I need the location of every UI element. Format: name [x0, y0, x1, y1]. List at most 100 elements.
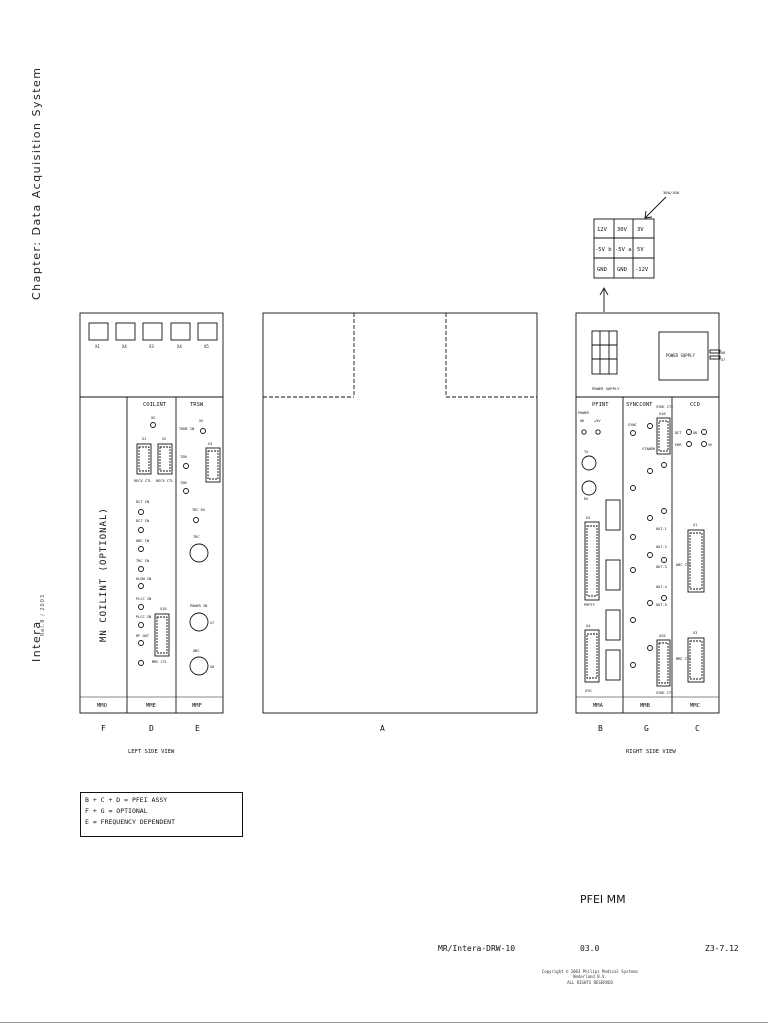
svg-text:-12V: -12V	[635, 267, 649, 273]
svg-text:TX: TX	[584, 450, 589, 454]
svg-text:X10: X10	[659, 412, 666, 416]
mmf-code: MMF	[192, 703, 202, 709]
svg-text:TUNE IN: TUNE IN	[179, 427, 194, 431]
legend-item: E = FREQUENCY DEPENDENT	[85, 818, 176, 826]
svg-text:DCT IN: DCT IN	[136, 500, 149, 504]
svg-text:TGN: TGN	[180, 455, 187, 459]
svg-text:RECV CTL: RECV CTL	[134, 479, 151, 483]
svg-text:TRC RX: TRC RX	[192, 508, 206, 512]
left-chassis	[79, 312, 224, 714]
drawing-number: MR/Intera-DRW-10	[438, 944, 516, 953]
svg-text:5V: 5V	[637, 247, 644, 253]
mmc-code: MMC	[690, 703, 700, 709]
svg-text:DCT: DCT	[675, 431, 682, 435]
svg-text:OUT-2: OUT-2	[656, 545, 667, 549]
svg-text:OBC CTL: OBC CTL	[676, 563, 691, 567]
svg-text:GND: GND	[617, 267, 627, 273]
slot-label: X5	[204, 344, 209, 349]
copyright: Copyright © 2003 Philips Medical Systems…	[541, 969, 639, 979]
mmc-header: CCD	[690, 402, 700, 408]
center-chassis	[262, 312, 538, 714]
x6-label: X6	[721, 351, 725, 355]
position-letter-e: E	[195, 724, 200, 733]
svg-text:RF OUT: RF OUT	[136, 634, 150, 638]
pin-ref-label: 300/100	[663, 190, 680, 195]
svg-text:X10: X10	[160, 607, 167, 611]
mma-code: MMA	[593, 703, 604, 709]
legend-item: F + G = OPTIONAL	[85, 807, 148, 815]
slot-label: X3	[149, 344, 154, 349]
position-letter-b: B	[598, 724, 603, 733]
svg-text:POWER IN: POWER IN	[190, 604, 207, 608]
svg-text:5V: 5V	[708, 443, 713, 447]
svg-text:X3: X3	[693, 631, 697, 635]
svg-text:X1: X1	[693, 523, 697, 527]
svg-text:PLCC IN: PLCC IN	[136, 597, 151, 601]
svg-text:5V: 5V	[151, 416, 156, 420]
slot-label: X4	[177, 344, 182, 349]
svg-text:OK: OK	[693, 431, 698, 435]
svg-text:OUT-4: OUT-4	[656, 585, 667, 589]
position-letter-g: G	[644, 724, 649, 733]
svg-text:X8: X8	[210, 665, 214, 669]
svg-text:12V: 12V	[597, 227, 608, 233]
mmf-header: TRSW	[190, 402, 204, 408]
revision: 03.0	[580, 944, 600, 953]
svg-text:+5V: +5V	[594, 419, 601, 423]
svg-text:X4: X4	[586, 624, 590, 628]
svg-text:3V: 3V	[637, 227, 644, 233]
slot-label: X4	[122, 344, 127, 349]
svg-text:GYG: GYG	[585, 689, 592, 693]
svg-text:OBC IN: OBC IN	[136, 539, 149, 543]
svg-text:HLDN IN: HLDN IN	[136, 577, 151, 581]
svg-text:OUT-5: OUT-5	[656, 603, 667, 607]
svg-text:RECV CTL: RECV CTL	[156, 479, 173, 483]
svg-text:TRC: TRC	[193, 535, 200, 539]
power-supply-label: POWER SUPPLY	[666, 353, 695, 358]
power-supply-label-small: POWER SUPPLY	[592, 386, 620, 391]
svg-text:OBC: OBC	[193, 649, 200, 653]
svg-text:OUT-1: OUT-1	[656, 527, 667, 531]
svg-text:SYNC CTL: SYNC CTL	[656, 691, 673, 695]
left-view-caption: LEFT SIDE VIEW	[128, 749, 175, 755]
page-bottom-rule	[0, 1022, 768, 1023]
mmb-code: MMB	[640, 703, 651, 709]
svg-text:STANDR: STANDR	[642, 447, 656, 451]
right-chassis	[575, 312, 720, 714]
svg-text:OK: OK	[580, 419, 585, 423]
svg-text:-5V a: -5V a	[615, 247, 632, 253]
slot-label: X1	[95, 344, 100, 349]
mmo-code: MMO	[97, 703, 107, 709]
mmb-header: SYNCCONT	[626, 402, 653, 408]
x7-label: X7	[721, 358, 725, 362]
svg-text:PLCC IN: PLCC IN	[136, 615, 151, 619]
svg-text:TRC IN: TRC IN	[136, 559, 149, 563]
svg-text:SYNC CTL: SYNC CTL	[656, 405, 673, 409]
svg-text:SYNC: SYNC	[628, 423, 637, 427]
svg-text:X2: X2	[162, 437, 166, 441]
svg-text:X7: X7	[210, 621, 214, 625]
svg-text:RX: RX	[584, 497, 589, 501]
svg-text:X20: X20	[659, 634, 666, 638]
svg-text:X3: X3	[208, 442, 212, 446]
svg-text:MMC CTL: MMC CTL	[152, 660, 167, 664]
legend-box: B + C + D = PFEI ASSY F + G = OPTIONAL E…	[80, 792, 243, 837]
position-letter-f: F	[101, 724, 106, 733]
section-number: Z3-7.12	[705, 944, 739, 953]
svg-text:X1: X1	[142, 437, 146, 441]
svg-text:MMC CTL: MMC CTL	[676, 657, 691, 661]
position-letter-a: A	[380, 724, 385, 733]
drawing-title: PFEI MM	[580, 893, 626, 906]
svg-text:OUT-3: OUT-3	[656, 565, 667, 569]
legend-item: B + C + D = PFEI ASSY	[85, 796, 168, 804]
mme-code: MME	[146, 703, 156, 709]
svg-text:30V: 30V	[617, 227, 628, 233]
right-view-caption: RIGHT SIDE VIEW	[626, 749, 676, 755]
mmo-vertical-label: MN COILINT (OPTIONAL)	[99, 507, 109, 642]
svg-text:GND: GND	[597, 267, 607, 273]
position-letter-d: D	[149, 724, 154, 733]
svg-text:5V: 5V	[199, 419, 204, 423]
mma-header: PFINT	[592, 402, 609, 408]
svg-text:X3: X3	[586, 516, 590, 520]
